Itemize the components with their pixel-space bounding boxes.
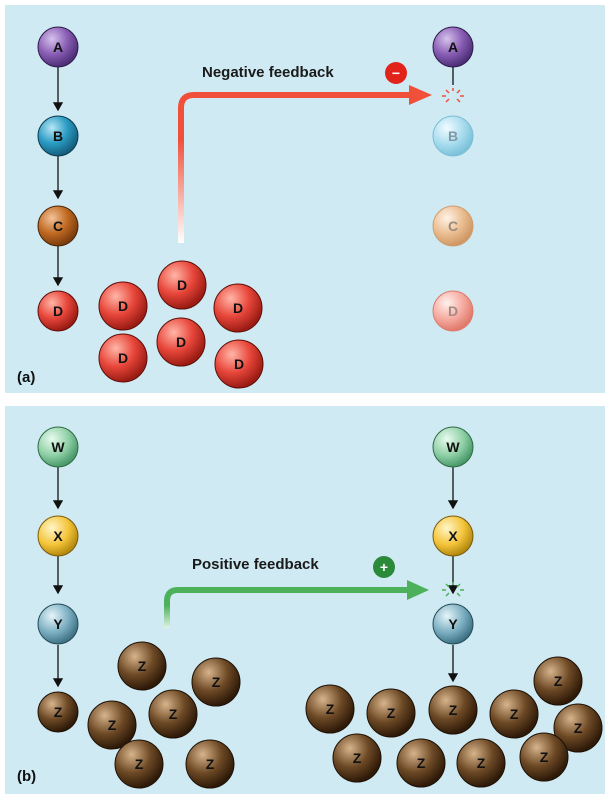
- panel-negative-feedback: A B C D D D D D D D − A: [5, 5, 605, 393]
- ball-z: Z: [428, 685, 478, 735]
- svg-text:Z: Z: [387, 705, 396, 721]
- svg-text:W: W: [446, 439, 460, 455]
- ball-x: X: [37, 515, 79, 557]
- svg-text:+: +: [380, 559, 388, 575]
- svg-text:Z: Z: [54, 704, 63, 720]
- ball-a: A: [37, 26, 79, 68]
- svg-text:D: D: [234, 356, 244, 372]
- ball-z: Z: [489, 689, 539, 739]
- svg-text:D: D: [118, 298, 128, 314]
- panel-label-b: (b): [17, 768, 37, 785]
- ball-z: Z: [305, 684, 355, 734]
- ball-z: Z: [185, 739, 235, 789]
- ball-z: Z: [117, 641, 167, 691]
- ball-z: Z: [332, 733, 382, 783]
- positive-sign-icon: +: [373, 556, 395, 578]
- ball-w: W: [37, 426, 79, 468]
- ball-b: B: [37, 115, 79, 157]
- svg-text:Z: Z: [540, 749, 549, 765]
- panel-label-a: (a): [17, 369, 36, 386]
- ball-z: Z: [553, 703, 603, 753]
- ball-d-faded: D: [432, 290, 474, 332]
- ball-z: Z: [191, 657, 241, 707]
- ball-c: C: [37, 205, 79, 247]
- svg-text:X: X: [448, 528, 458, 544]
- svg-text:D: D: [53, 303, 63, 319]
- svg-text:W: W: [51, 439, 65, 455]
- ball-z: Z: [148, 689, 198, 739]
- svg-text:Z: Z: [353, 750, 362, 766]
- inhibition-burst-icon: [442, 88, 464, 103]
- svg-text:Z: Z: [326, 701, 335, 717]
- negative-sign-icon: −: [385, 62, 407, 84]
- positive-feedback-label: Positive feedback: [192, 556, 319, 573]
- ball-z: Z: [456, 738, 506, 788]
- svg-text:Z: Z: [135, 756, 144, 772]
- positive-feedback-diagram: W X Y Z Z Z Z Z Z Z +: [37, 426, 603, 789]
- ball-z: Z: [396, 738, 446, 788]
- svg-text:Z: Z: [206, 756, 215, 772]
- svg-text:A: A: [53, 39, 63, 55]
- svg-text:B: B: [448, 128, 458, 144]
- svg-text:D: D: [118, 350, 128, 366]
- svg-text:D: D: [177, 277, 187, 293]
- svg-text:D: D: [176, 334, 186, 350]
- product-z-cluster-large: Z Z Z Z Z Z Z Z Z Z: [305, 656, 603, 788]
- svg-text:Z: Z: [417, 755, 426, 771]
- ball-d: D: [98, 281, 148, 331]
- ball-d: D: [156, 317, 206, 367]
- ball-z: Z: [114, 739, 164, 789]
- ball-z: Z: [37, 691, 79, 733]
- svg-text:Z: Z: [169, 706, 178, 722]
- svg-text:Z: Z: [212, 674, 221, 690]
- ball-w: W: [432, 426, 474, 468]
- activation-burst-icon: [442, 582, 464, 597]
- ball-d: D: [98, 333, 148, 383]
- ball-z: Z: [519, 732, 569, 782]
- product-z-cluster: Z Z Z Z Z Z: [87, 641, 241, 789]
- ball-d: D: [157, 260, 207, 310]
- ball-y: Y: [37, 603, 79, 645]
- svg-text:Z: Z: [574, 720, 583, 736]
- svg-text:Z: Z: [554, 673, 563, 689]
- svg-text:D: D: [233, 300, 243, 316]
- svg-text:Z: Z: [108, 717, 117, 733]
- ball-z: Z: [87, 700, 137, 750]
- negative-feedback-diagram: A B C D D D D D D D − A: [37, 26, 474, 389]
- svg-text:Z: Z: [138, 658, 147, 674]
- svg-text:Z: Z: [510, 706, 519, 722]
- ball-z: Z: [533, 656, 583, 706]
- product-d-cluster: D D D D D D: [98, 260, 264, 389]
- panel-positive-feedback: W X Y Z Z Z Z Z Z Z +: [5, 406, 605, 794]
- ball-x: X: [432, 515, 474, 557]
- svg-text:D: D: [448, 303, 458, 319]
- svg-text:Y: Y: [448, 616, 458, 632]
- ball-c-faded: C: [432, 205, 474, 247]
- ball-b-faded: B: [432, 115, 474, 157]
- ball-z: Z: [366, 688, 416, 738]
- svg-text:Y: Y: [53, 616, 63, 632]
- ball-d: D: [37, 290, 79, 332]
- positive-feedback-arrow: [164, 580, 429, 628]
- svg-text:Z: Z: [449, 702, 458, 718]
- negative-feedback-label: Negative feedback: [202, 64, 334, 81]
- svg-text:X: X: [53, 528, 63, 544]
- ball-d: D: [213, 283, 263, 333]
- svg-text:−: −: [392, 65, 400, 81]
- negative-feedback-arrow: [178, 85, 432, 243]
- svg-text:C: C: [53, 218, 63, 234]
- svg-text:C: C: [448, 218, 458, 234]
- ball-y: Y: [432, 603, 474, 645]
- svg-text:B: B: [53, 128, 63, 144]
- ball-a-inhibited: A: [432, 26, 474, 68]
- ball-d: D: [214, 339, 264, 389]
- svg-text:A: A: [448, 39, 458, 55]
- svg-text:Z: Z: [477, 755, 486, 771]
